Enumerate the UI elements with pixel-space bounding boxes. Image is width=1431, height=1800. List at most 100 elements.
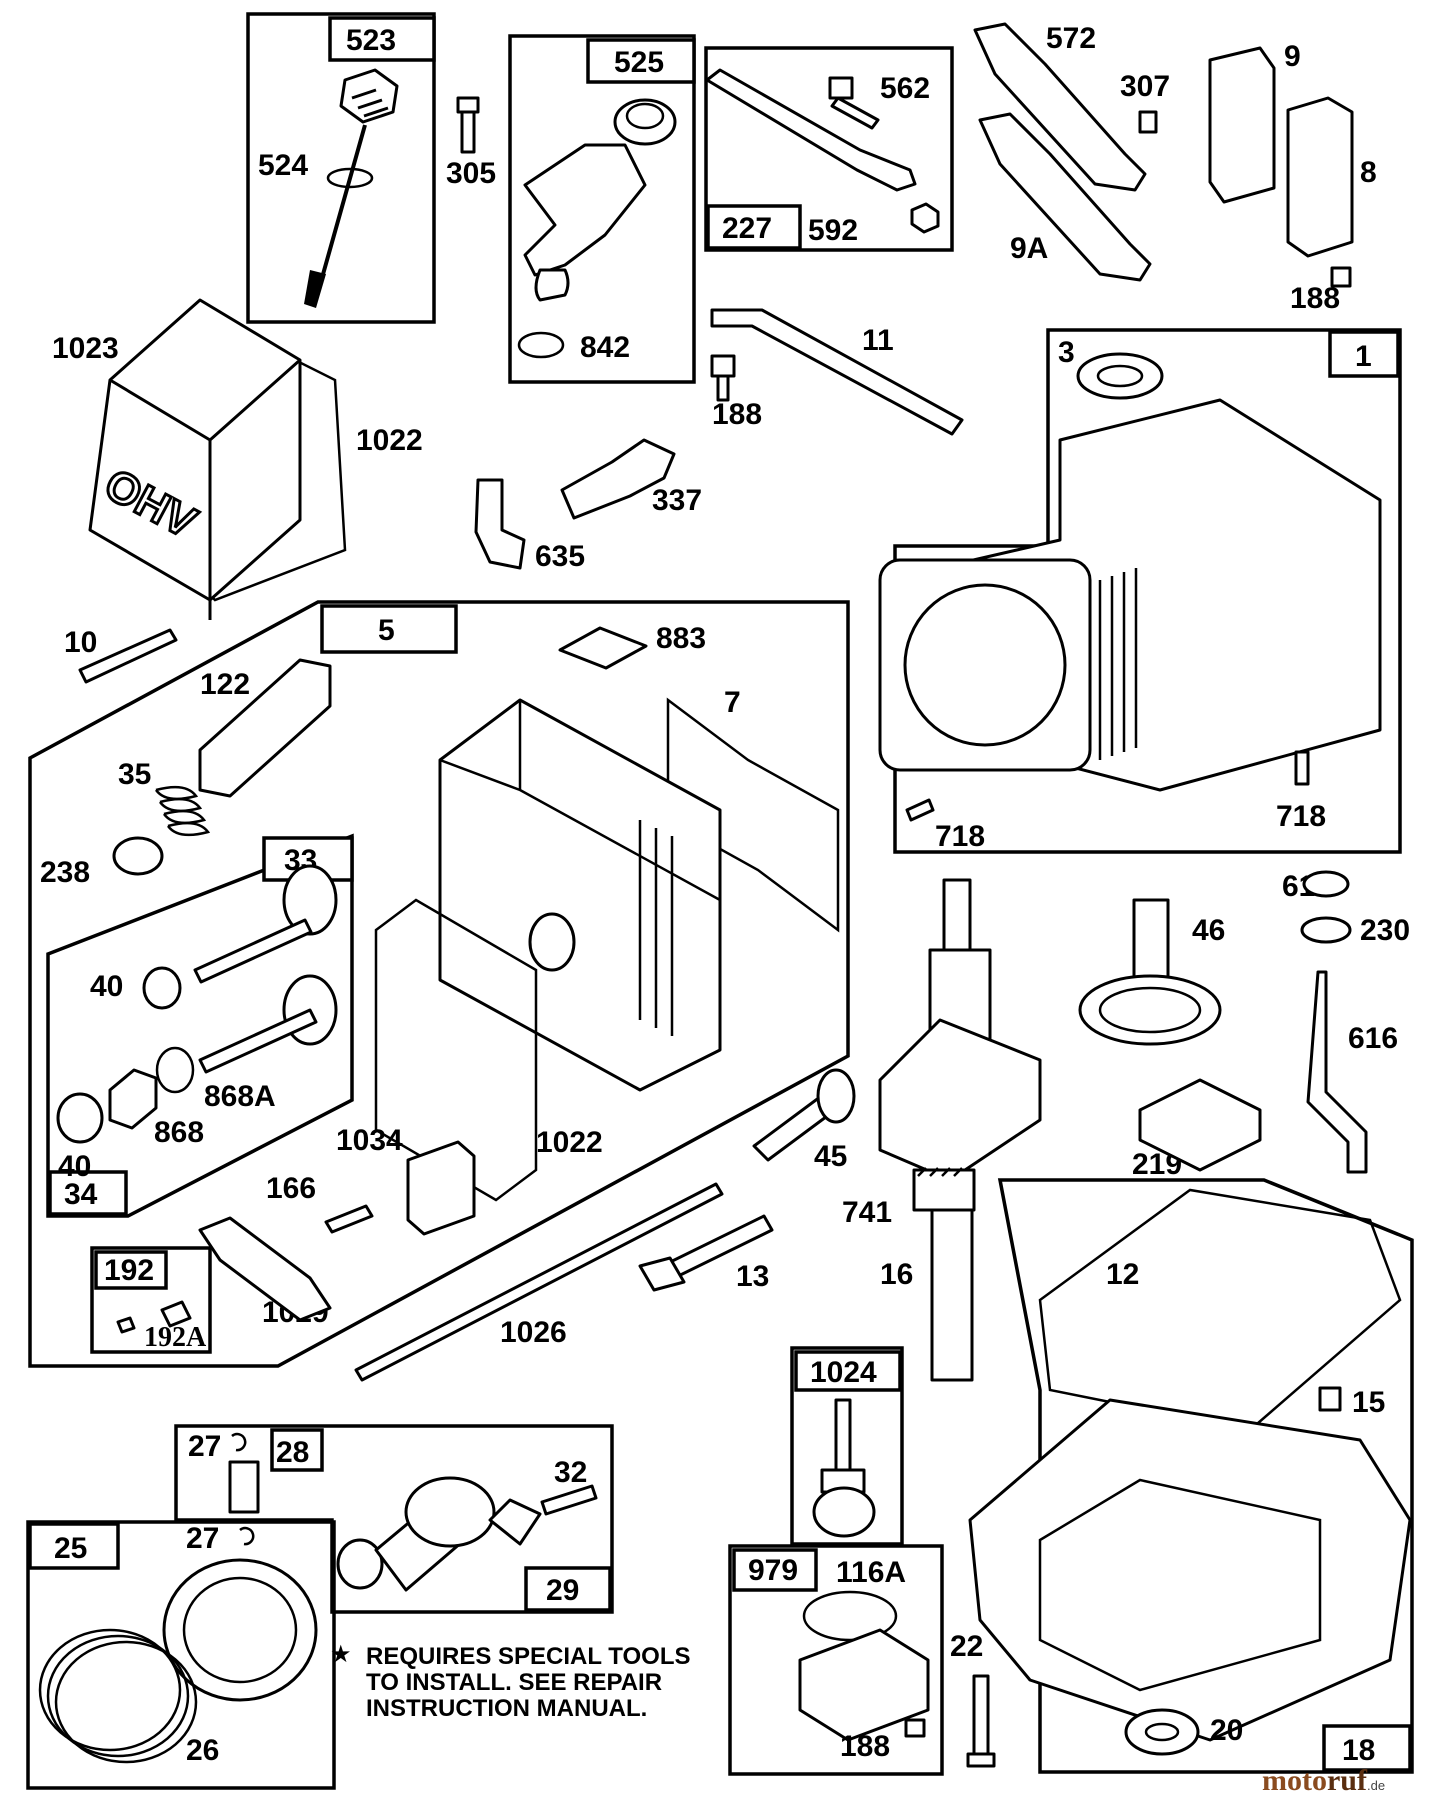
svg-text:motoruf.de: motoruf.de xyxy=(1262,1764,1385,1797)
valve-cover-group: 1023 1022 OHV xyxy=(52,298,423,620)
governor-assembly-219-icon xyxy=(1138,1078,1262,1172)
label-188c: 188 xyxy=(840,1730,890,1763)
label-29: 29 xyxy=(546,1574,579,1607)
label-307: 307 xyxy=(1120,70,1170,103)
label-337: 337 xyxy=(652,484,702,517)
watermark-moto: moto xyxy=(1262,1764,1327,1797)
label-28: 28 xyxy=(276,1436,309,1469)
label-1: 1 xyxy=(1355,340,1372,373)
crankshaft-icon xyxy=(878,878,1042,1382)
label-1022a: 1022 xyxy=(356,424,423,457)
intake-gaskets: 572 307 9A xyxy=(973,22,1170,282)
gasket-8-icon xyxy=(1286,96,1354,258)
rocker-arm-icon xyxy=(198,1216,332,1322)
circlip-icon xyxy=(231,1432,247,1452)
label-15: 15 xyxy=(1352,1386,1385,1419)
sump-group: 18 12 15 22 20 xyxy=(950,1178,1414,1774)
label-525: 525 xyxy=(614,46,664,79)
note-line-1: REQUIRES SPECIAL TOOLS xyxy=(366,1643,691,1670)
label-166: 166 xyxy=(266,1172,316,1205)
carb-spacer-gaskets: 9 8 188 xyxy=(1208,40,1377,315)
label-1024: 1024 xyxy=(810,1356,877,1389)
sump-gasket-12-icon xyxy=(1038,1188,1402,1432)
piston-rod-group: 28 27 32 29 25 27 26 xyxy=(26,1424,614,1790)
label-523: 523 xyxy=(346,24,396,57)
label-27b: 27 xyxy=(186,1522,219,1555)
label-34: 34 xyxy=(64,1178,98,1211)
watermark-ruf: ruf xyxy=(1327,1764,1368,1797)
label-1034: 1034 xyxy=(336,1124,403,1157)
note-star-icon: ★ xyxy=(330,1641,352,1668)
valve-cover-gasket-1022-icon xyxy=(374,898,538,1202)
label-12: 12 xyxy=(1106,1258,1139,1291)
label-45: 45 xyxy=(814,1140,847,1173)
piston-rings-icon xyxy=(38,1628,198,1764)
label-5: 5 xyxy=(378,614,395,647)
label-9a: 9A xyxy=(1010,232,1048,265)
label-305: 305 xyxy=(446,157,496,190)
oil-fill-tube-icon xyxy=(523,98,677,302)
label-9: 9 xyxy=(1284,40,1301,73)
label-635: 635 xyxy=(535,540,585,573)
cam-governor-area: 615 230 46 616 219 xyxy=(1078,870,1410,1181)
label-188a: 188 xyxy=(1290,282,1340,315)
label-26: 26 xyxy=(186,1734,219,1767)
label-1026: 1026 xyxy=(500,1316,567,1349)
label-979: 979 xyxy=(748,1554,798,1587)
cylinder-block-group: 1 3 718 718 xyxy=(878,328,1402,854)
label-718a: 718 xyxy=(935,820,985,853)
label-8: 8 xyxy=(1360,156,1377,189)
label-238: 238 xyxy=(40,856,90,889)
label-20: 20 xyxy=(1210,1714,1243,1747)
label-116a: 116A xyxy=(836,1556,906,1589)
note-line-3: INSTRUCTION MANUAL. xyxy=(366,1695,647,1722)
label-13: 13 xyxy=(736,1260,769,1293)
label-10: 10 xyxy=(64,626,97,659)
label-25: 25 xyxy=(54,1532,87,1565)
label-18: 18 xyxy=(1342,1734,1375,1767)
label-868: 868 xyxy=(154,1116,204,1149)
label-1022b: 1022 xyxy=(536,1126,603,1159)
label-718b: 718 xyxy=(1276,800,1326,833)
label-27a: 27 xyxy=(188,1430,221,1463)
label-7: 7 xyxy=(724,686,741,719)
cylinder-head-group: 5 10 883 122 7 35 238 33 34 40 868A 8 xyxy=(28,600,850,1368)
label-227: 227 xyxy=(722,212,772,245)
label-616: 616 xyxy=(1348,1022,1398,1055)
piston-icon xyxy=(162,1558,318,1702)
pushrod-and-bolt: 1026 13 xyxy=(354,1182,774,1382)
label-40b: 40 xyxy=(58,1150,91,1183)
label-883: 883 xyxy=(656,622,706,655)
oil-seal-3-icon xyxy=(1076,352,1164,400)
label-572: 572 xyxy=(1046,22,1096,55)
oil-fill-tube-group: 525 842 xyxy=(508,34,696,384)
label-192: 192 xyxy=(104,1254,154,1287)
bolt-305: 305 xyxy=(446,96,496,190)
label-842: 842 xyxy=(580,331,630,364)
oil-pump-group: 1024 979 116A 188 xyxy=(728,1346,944,1776)
valve-cover-icon xyxy=(88,298,302,602)
spark-plug-icon xyxy=(560,438,676,520)
note-line-2: TO INSTALL. SEE REPAIR xyxy=(366,1669,662,1696)
oil-pump-cover-icon xyxy=(798,1628,930,1742)
label-122: 122 xyxy=(200,668,250,701)
dipstick-group: 523 524 xyxy=(246,12,436,324)
throttle-bracket-icon xyxy=(705,68,940,234)
special-tools-note: ★ REQUIRES SPECIAL TOOLS TO INSTALL. SEE… xyxy=(330,1641,691,1722)
gasket-9-icon xyxy=(1208,46,1276,204)
fitting-635-icon xyxy=(474,478,526,570)
cylinder-head-icon xyxy=(438,698,722,1092)
label-22: 22 xyxy=(950,1630,983,1663)
label-16: 16 xyxy=(880,1258,913,1291)
label-524: 524 xyxy=(258,149,308,182)
label-11: 11 xyxy=(862,324,894,357)
label-868a: 868A xyxy=(204,1080,276,1113)
label-46: 46 xyxy=(1192,914,1225,947)
label-1023: 1023 xyxy=(52,332,119,365)
watermark-tld: .de xyxy=(1367,1778,1385,1793)
label-188b: 188 xyxy=(712,398,762,431)
bracket-group: 227 562 592 xyxy=(704,46,954,252)
camshaft-icon xyxy=(1078,898,1222,1046)
crankshaft-group: 45 741 16 xyxy=(752,878,1042,1382)
